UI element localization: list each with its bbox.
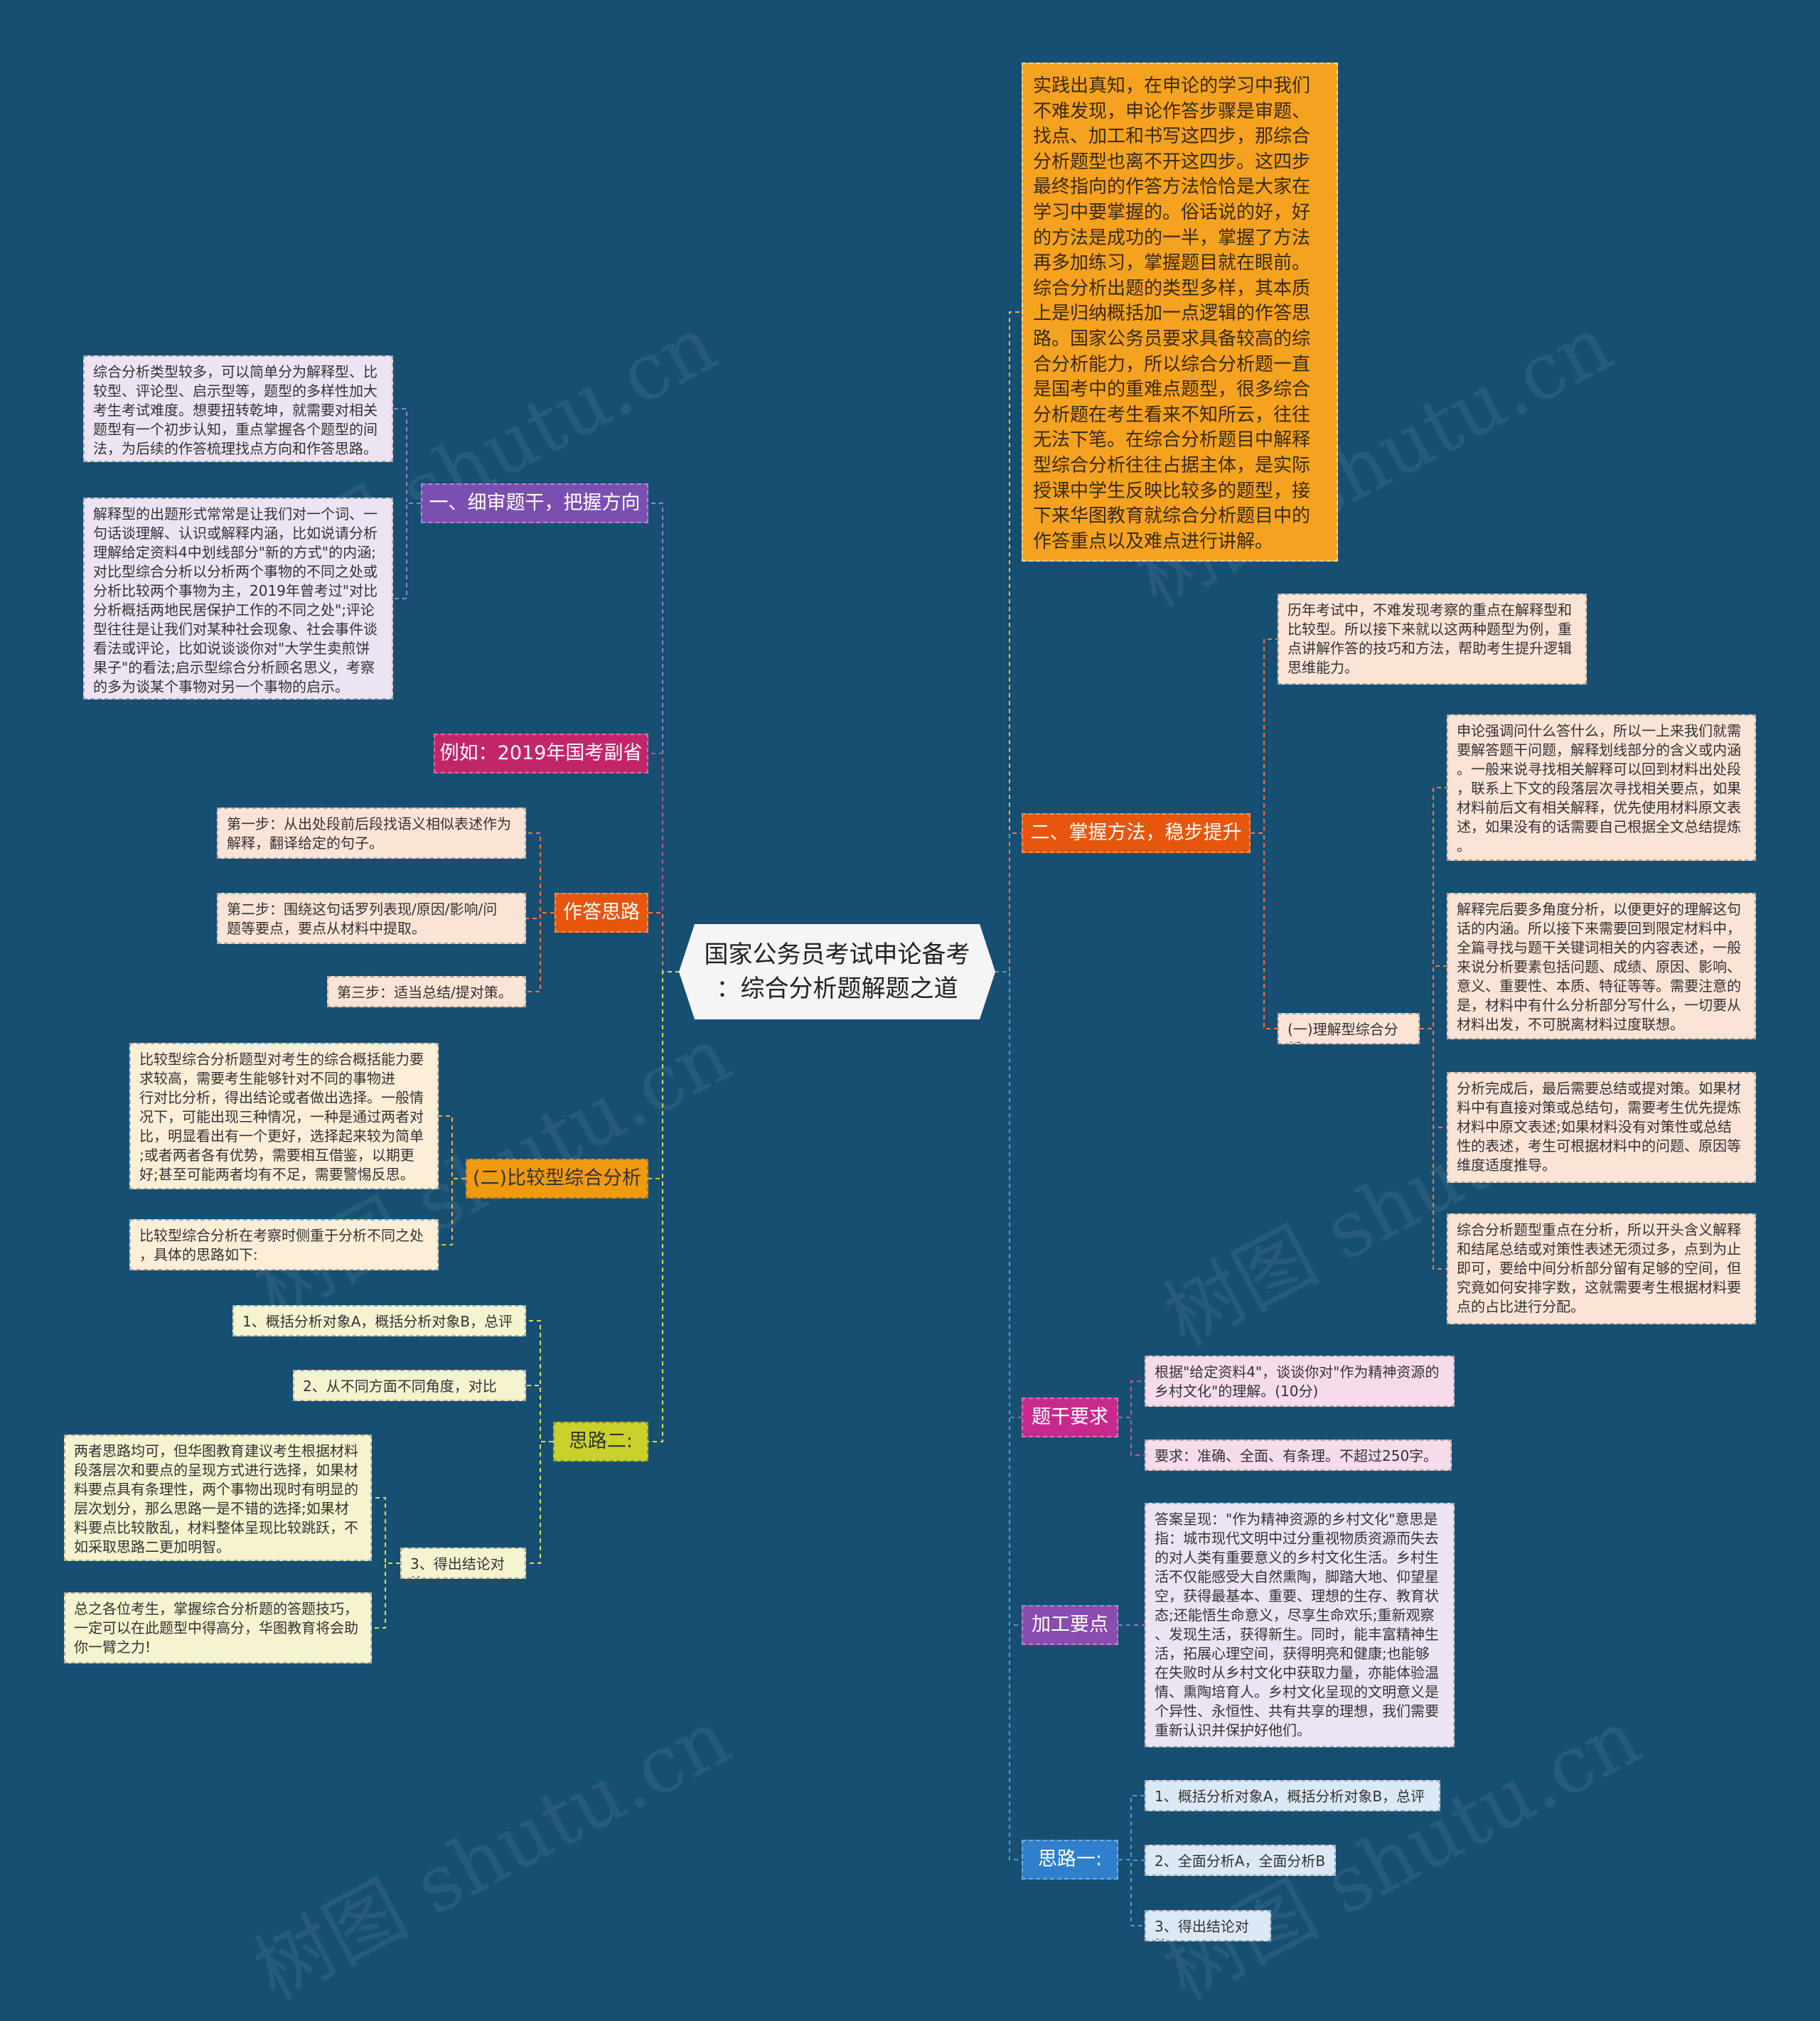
note-answer-requirement[interactable]: 要求：准确、全面、有条理。不超过250字。	[1145, 1440, 1452, 1471]
connector-line	[1118, 1417, 1145, 1456]
approach-two-item-2[interactable]: 2、从不同方面不同角度，对比AB	[293, 1370, 526, 1401]
note-choose-approach[interactable]: 两者思路均可，但华图教育建议考生根据材料 段落层次和要点的呈现方式进行选择，如果…	[64, 1435, 372, 1561]
connector-line	[439, 1115, 466, 1179]
connector-line	[987, 832, 1022, 972]
connector-line	[1251, 832, 1278, 1029]
connector-line	[1251, 638, 1278, 834]
connector-line	[1118, 1381, 1145, 1418]
sub-branch-explanation-analysis[interactable]: (一)理解型综合分析	[1278, 1013, 1420, 1044]
connector-line	[526, 1441, 553, 1564]
connector-line	[987, 971, 1022, 1626]
connector-line	[526, 1320, 553, 1442]
central-topic[interactable]: 国家公务员考试申论备考 ：综合分析题解题之道	[679, 924, 995, 1019]
branch-approach-two[interactable]: 思路二:	[553, 1422, 648, 1462]
step-two[interactable]: 第二步：围绕这句话罗列表现/原因/影响/问 题等要点，要点从材料中提取。	[217, 893, 526, 944]
step-one[interactable]: 第一步：从出处段前后段找语义相似表述作为 解释，翻译给定的句子。	[217, 808, 526, 859]
connector-line	[648, 753, 687, 972]
connector-line	[439, 1178, 466, 1245]
branch-approach-one[interactable]: 思路一:	[1022, 1840, 1118, 1880]
note-summary-measures[interactable]: 分析完成后，最后需要总结或提对策。如果材 料中有直接对策或总结句，需要考生优先提…	[1447, 1072, 1756, 1183]
connector-line	[987, 311, 1022, 972]
note-answer-question[interactable]: 申论强调问什么答什么，所以一上来我们就需 要解答题干问题，解释划线部分的含义或内…	[1447, 714, 1756, 861]
connector-line	[648, 503, 687, 972]
connector-line	[987, 971, 1022, 1418]
approach-two-item-1[interactable]: 1、概括分析对象A，概括分析对象B，总评	[232, 1305, 526, 1336]
connector-line	[1420, 1028, 1447, 1270]
step-three[interactable]: 第三步：适当总结/提对策。	[327, 976, 526, 1007]
connector-line	[648, 971, 687, 1442]
note-explain-types[interactable]: 解释型的出题形式常常是让我们对一个词、一 句话谈理解、认识或解释内涵，比如说请分…	[83, 498, 393, 699]
note-closing[interactable]: 总之各位考生，掌握综合分析题的答题技巧， 一定可以在此题型中得高分，华图教育将会…	[64, 1592, 372, 1663]
note-key-types[interactable]: 历年考试中，不难发现考察的重点在解释型和 比较型。所以接下来就以这两种题型为例，…	[1278, 594, 1587, 685]
note-question-text[interactable]: 根据"给定资料4"，谈谈你对"作为精神资源的 乡村文化"的理解。(10分)	[1145, 1356, 1455, 1407]
connector-line	[1420, 965, 1447, 1029]
connector-line	[372, 1562, 400, 1629]
connector-line	[393, 503, 421, 599]
branch-example-2019[interactable]: 例如：2019年国考副省	[434, 734, 648, 773]
branch-review-question[interactable]: 一、细审题干，把握方向	[421, 483, 648, 523]
connector-line	[393, 408, 421, 504]
approach-one-item-2[interactable]: 2、全面分析A，全面分析B	[1145, 1845, 1336, 1876]
connector-line	[1118, 1859, 1145, 1926]
branch-question-requirements[interactable]: 题干要求	[1022, 1398, 1118, 1437]
approach-two-item-3[interactable]: 3、得出结论对策	[400, 1548, 526, 1579]
connector-line	[648, 971, 687, 1179]
branch-processing-points[interactable]: 加工要点	[1022, 1605, 1118, 1645]
branch-answer-approach[interactable]: 作答思路	[555, 893, 648, 933]
note-model-answer[interactable]: 答案呈现："作为精神资源的乡村文化"意思是 指：城市现代文明中过分重视物质资源而…	[1145, 1503, 1455, 1747]
connector-line	[372, 1497, 400, 1564]
note-multi-angle[interactable]: 解释完后要多角度分析，以便更好的理解这句 话的内涵。所以接下来需要回到限定材料中…	[1447, 893, 1756, 1039]
connector-line	[648, 912, 687, 972]
connector-line	[1118, 1795, 1145, 1860]
approach-one-item-1[interactable]: 1、概括分析对象A，概括分析对象B，总评	[1145, 1780, 1440, 1811]
approach-one-item-3[interactable]: 3、得出结论对策	[1145, 1910, 1271, 1941]
note-comparison-requirements[interactable]: 比较型综合分析题型对考生的综合概括能力要 求较高，需要考生能够针对不同的事物进 …	[129, 1043, 439, 1189]
connector-line	[987, 971, 1022, 1860]
connector-line	[526, 832, 555, 913]
note-word-allocation[interactable]: 综合分析题型重点在分析，所以开头含义解释 和结尾总结或对策性表述无须过多，点到为…	[1447, 1213, 1756, 1324]
branch-comparison-analysis[interactable]: (二)比较型综合分析	[466, 1159, 648, 1199]
branch-master-method[interactable]: 二、掌握方法，稳步提升	[1022, 813, 1251, 853]
intro-note[interactable]: 实践出真知，在申论的学习中我们 不难发现，申论作答步骤是审题、 找点、加工和书写…	[1022, 63, 1338, 562]
note-analysis-types[interactable]: 综合分析类型较多，可以简单分为解释型、比 较型、评论型、启示型等，题型的多样性加…	[83, 355, 393, 462]
connector-line	[1420, 787, 1447, 1029]
note-comparison-focus[interactable]: 比较型综合分析在考察时侧重于分析不同之处 ，具体的思路如下:	[129, 1219, 439, 1270]
connector-line	[526, 1385, 553, 1442]
connector-line	[526, 912, 555, 992]
